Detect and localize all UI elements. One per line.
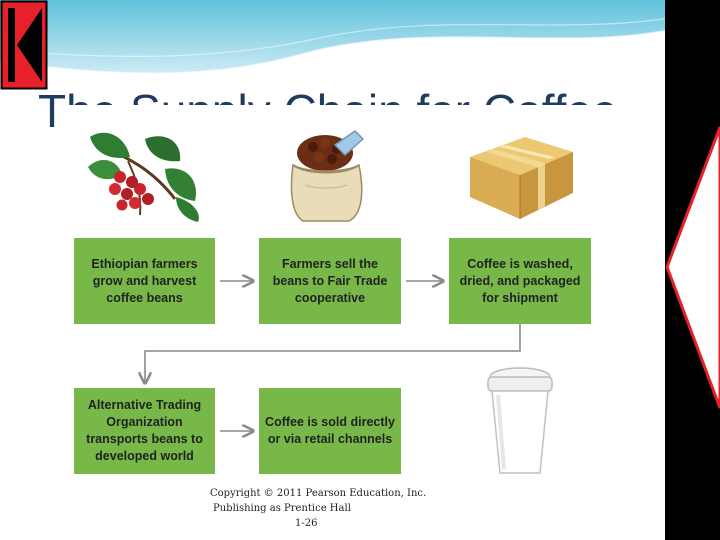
next-slide-icon[interactable] <box>665 125 720 410</box>
arrow-step3-to-step4 <box>145 324 520 383</box>
copyright-line: Copyright © 2011 Pearson Education, Inc. <box>207 486 437 501</box>
copyright-footer: Copyright © 2011 Pearson Education, Inc.… <box>207 486 437 531</box>
step-box-transport: Alternative Trading Organization transpo… <box>74 388 215 474</box>
supply-chain-diagram: Ethiopian farmers grow and harvest coffe… <box>60 105 622 485</box>
step-label: Alternative Trading Organization transpo… <box>80 397 209 465</box>
publisher-line: Publishing as Prentice Hall <box>207 501 437 516</box>
step-box-grow-harvest: Ethiopian farmers grow and harvest coffe… <box>74 238 215 324</box>
step-box-sell-to-cooperative: Farmers sell the beans to Fair Trade coo… <box>259 238 401 324</box>
step-label: Coffee is washed, dried, and packaged fo… <box>455 256 585 307</box>
step-label: Ethiopian farmers grow and harvest coffe… <box>80 256 209 307</box>
step-label: Coffee is sold directly or via retail ch… <box>265 414 395 448</box>
step-box-wash-dry-package: Coffee is washed, dried, and packaged fo… <box>449 238 591 324</box>
step-label: Farmers sell the beans to Fair Trade coo… <box>265 256 395 307</box>
first-slide-icon[interactable] <box>0 0 48 90</box>
slide-number: 1-26 <box>207 516 437 531</box>
step-box-retail: Coffee is sold directly or via retail ch… <box>259 388 401 474</box>
